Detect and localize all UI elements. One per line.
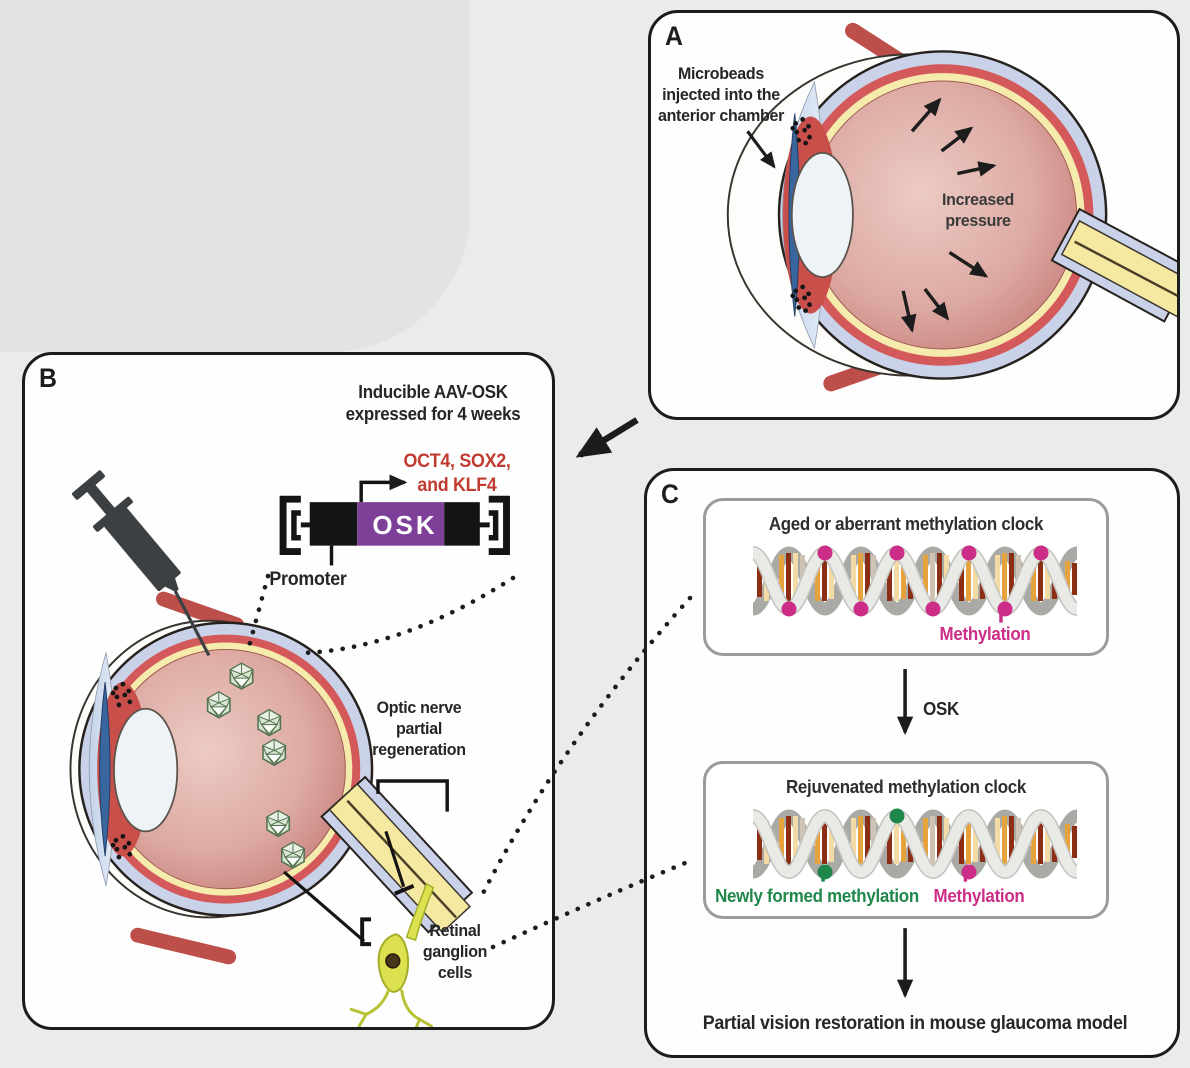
eye-muscle-top [156, 591, 245, 633]
methylation-label: Methylation [939, 624, 1031, 644]
syringe-icon [72, 470, 211, 657]
retina-to-rgc-line [283, 870, 366, 943]
microbeads-cluster-bottom [110, 833, 133, 860]
inducible-aav-note: Inducible AAV-OSK expressed for 4 weeks [345, 382, 521, 425]
dendrites [349, 988, 433, 1027]
lens [790, 152, 854, 278]
microbeads-note: Microbeads injected into the anterior ch… [657, 64, 785, 126]
methylation-label-2: Methylation [933, 886, 1025, 906]
microbeads-cluster-top [790, 117, 812, 146]
osk-gene-label: OSK [372, 510, 438, 540]
osk-genes-note: OCT4, SOX2, and KLF4 [403, 451, 511, 496]
needle [173, 590, 211, 657]
dna-helix-icon-aged [753, 545, 1077, 617]
axon [405, 882, 435, 942]
nerve-to-axon-line [384, 830, 406, 888]
background-shading [0, 0, 470, 352]
eye-muscle-bottom [130, 927, 237, 965]
transcription-arrow-icon [359, 474, 408, 503]
promoter-box [309, 502, 358, 546]
microbeads-cluster-bottom [790, 284, 812, 313]
promoter-label: Promoter [269, 569, 347, 590]
barrel [104, 507, 181, 592]
optic-nerve [320, 775, 474, 934]
osk-gene-box [357, 502, 445, 546]
aav-particle-icon [206, 691, 231, 719]
plunger-handle [72, 470, 105, 500]
rgc-bracket [360, 917, 372, 947]
panel-a-to-b-arrow-icon [575, 417, 639, 458]
dna-helix-icon-rejuvenated [753, 808, 1077, 880]
panel-c: C Aged or aberrant methylation clock Met… [644, 468, 1180, 1058]
itr-left-inner [291, 510, 301, 541]
methylation-marks [781, 545, 1049, 617]
aav-particle-icon [266, 809, 291, 838]
flange [93, 496, 133, 532]
microbeads-cluster-top [110, 681, 133, 708]
nucleus [385, 953, 401, 969]
plunger-rod [86, 484, 116, 517]
barrel-tip [164, 577, 179, 593]
new-methylation-label: Newly formed methylation [715, 886, 919, 906]
outcome-note: Partial vision restoration in mouse glau… [702, 1013, 1128, 1034]
retinal-ganglion-cell-icon [349, 882, 435, 1027]
optic-nerve-bracket [376, 779, 449, 812]
panel-b: B Inducible AAV-OSK expressed for 4 week… [22, 352, 555, 1030]
panel-a: A Microbeads injected into the anterior … [648, 10, 1180, 420]
pressure-arrows [900, 97, 997, 333]
iris [99, 682, 111, 857]
osk-arrow-label: OSK [923, 699, 959, 719]
eye-cross-section-glaucoma [726, 22, 1177, 392]
aav-osk-construct [279, 474, 510, 566]
eye-injection-diagram [69, 470, 510, 1027]
aged-clock-title: Aged or aberrant methylation clock [768, 514, 1044, 534]
aav-particle-icon [262, 738, 287, 766]
aav-particle-icon [280, 841, 305, 869]
rejuvenated-clock-title: Rejuvenated methylation clock [785, 777, 1027, 797]
itr-right [488, 495, 510, 556]
panel-a-label: A [665, 21, 683, 51]
rgc-note: Retinal ganglion cells [422, 921, 488, 983]
increased-pressure-note: Increased pressure [941, 190, 1015, 231]
aav-particle-icon [257, 708, 282, 737]
aav-particle-icon [229, 662, 254, 690]
optic-nerve [1050, 207, 1177, 323]
lens [113, 707, 179, 833]
rgc-pointer-marks [283, 830, 415, 947]
panel-b-label: B [39, 363, 57, 393]
optic-nerve-note: Optic nerve partial regeneration [372, 698, 466, 760]
itr-left [279, 495, 301, 556]
panel-c-label: C [661, 479, 679, 509]
axon-tick [394, 883, 415, 896]
terminator-box [444, 502, 480, 546]
microbeads-pointer-arrow [746, 130, 776, 169]
itr-right-inner [488, 510, 499, 541]
